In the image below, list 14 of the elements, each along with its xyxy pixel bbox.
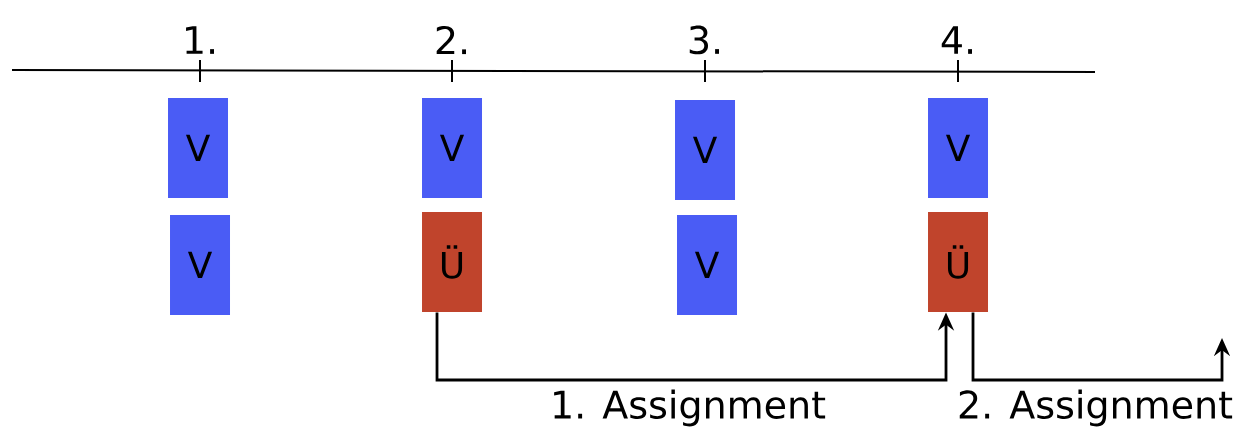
process-box: Ü <box>422 212 482 312</box>
process-box: V <box>928 98 988 198</box>
process-box: V <box>170 215 230 315</box>
process-box: V <box>422 98 482 198</box>
process-box: Ü <box>928 212 988 312</box>
tick-label: 1. <box>186 26 214 54</box>
tick-label: 3. <box>689 25 719 55</box>
process-box: V <box>677 215 737 315</box>
edge-label: 1. Assignment <box>547 387 829 429</box>
edge-label: 2. Assignment <box>954 387 1236 429</box>
tick-label: 4. <box>941 26 972 54</box>
process-box: V <box>168 98 228 198</box>
process-box: V <box>675 100 735 200</box>
tick-label: 2. <box>436 25 466 55</box>
